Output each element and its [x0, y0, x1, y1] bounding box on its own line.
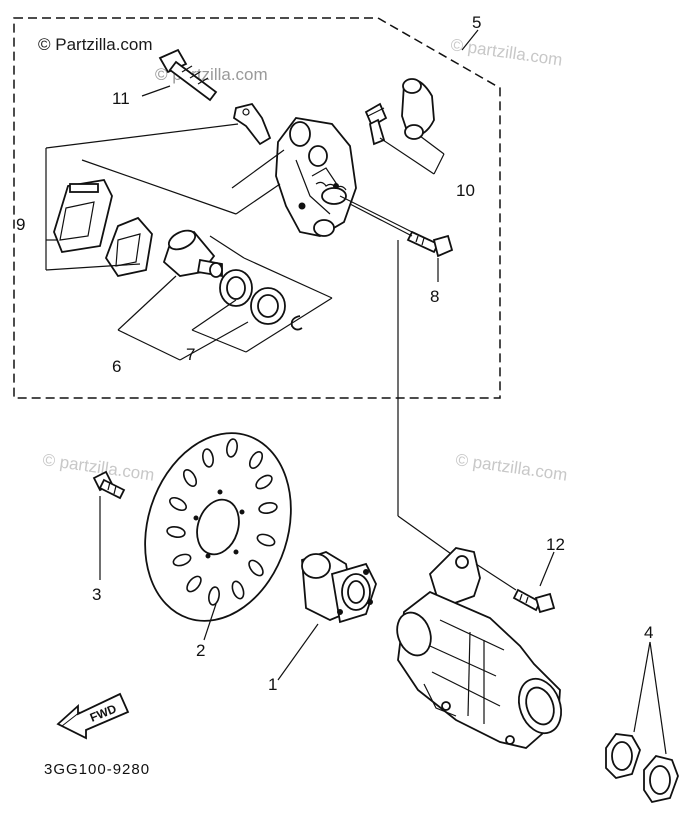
leader-group-10 — [379, 135, 445, 175]
diagram-code: 3GG100-9280 — [44, 761, 150, 778]
leader-group-6-7 — [117, 235, 333, 361]
callout-labels: 1 2 3 4 5 6 7 8 9 10 11 12 — [16, 13, 653, 694]
caliper-bolt-8 — [406, 230, 454, 258]
brake-pad-9a — [53, 179, 113, 254]
piston-seal-7a — [219, 269, 253, 307]
brake-pad-9b — [104, 216, 153, 278]
leader-line — [349, 203, 413, 237]
circlip — [290, 315, 303, 331]
axle-nut-4b — [643, 754, 679, 804]
caliper-bracket-10 — [401, 78, 435, 140]
caliper-body — [275, 117, 357, 237]
watermark-faint: © partzilla.com — [449, 35, 563, 69]
callout-9: 9 — [16, 215, 25, 234]
caliper-carrier — [396, 547, 562, 749]
callout-12: 12 — [546, 535, 565, 554]
callout-4: 4 — [644, 623, 653, 642]
forward-direction-arrow: FWD — [56, 692, 130, 740]
leader-line — [277, 623, 319, 681]
caliper-piston-6 — [162, 229, 223, 278]
callout-6: 6 — [112, 357, 121, 376]
leader-line — [475, 563, 517, 591]
caliper-bolt-11 — [158, 48, 218, 102]
callout-11: 11 — [112, 89, 130, 108]
brake-disc-2 — [144, 432, 292, 622]
leader-line — [539, 551, 555, 587]
callout-2: 2 — [196, 641, 205, 660]
piston-seal-7b — [250, 287, 286, 325]
leader-group-4 — [633, 641, 667, 755]
leader-line — [141, 85, 171, 97]
leader-group-9 — [45, 123, 285, 271]
watermark-faint: © partzilla.com — [454, 450, 568, 484]
leader-line — [461, 29, 479, 51]
watermark-main: © Partzilla.com — [38, 35, 153, 54]
axle-nut-4a — [605, 733, 641, 779]
leader-line — [203, 603, 217, 641]
callout-1: 1 — [268, 675, 277, 694]
leader-line — [339, 195, 413, 233]
pad-pin-clip — [232, 102, 272, 146]
disc-hub-1 — [301, 551, 377, 624]
carrier-bolt-12 — [512, 588, 556, 614]
disc-bolt-3 — [92, 470, 126, 500]
bleed-screw-10 — [364, 102, 388, 146]
callout-7: 7 — [186, 345, 195, 364]
caliper-assembly-boundary — [13, 17, 501, 399]
callout-8: 8 — [430, 287, 439, 306]
callout-5: 5 — [472, 13, 481, 32]
callout-3: 3 — [92, 585, 101, 604]
callout-10: 10 — [456, 181, 475, 200]
